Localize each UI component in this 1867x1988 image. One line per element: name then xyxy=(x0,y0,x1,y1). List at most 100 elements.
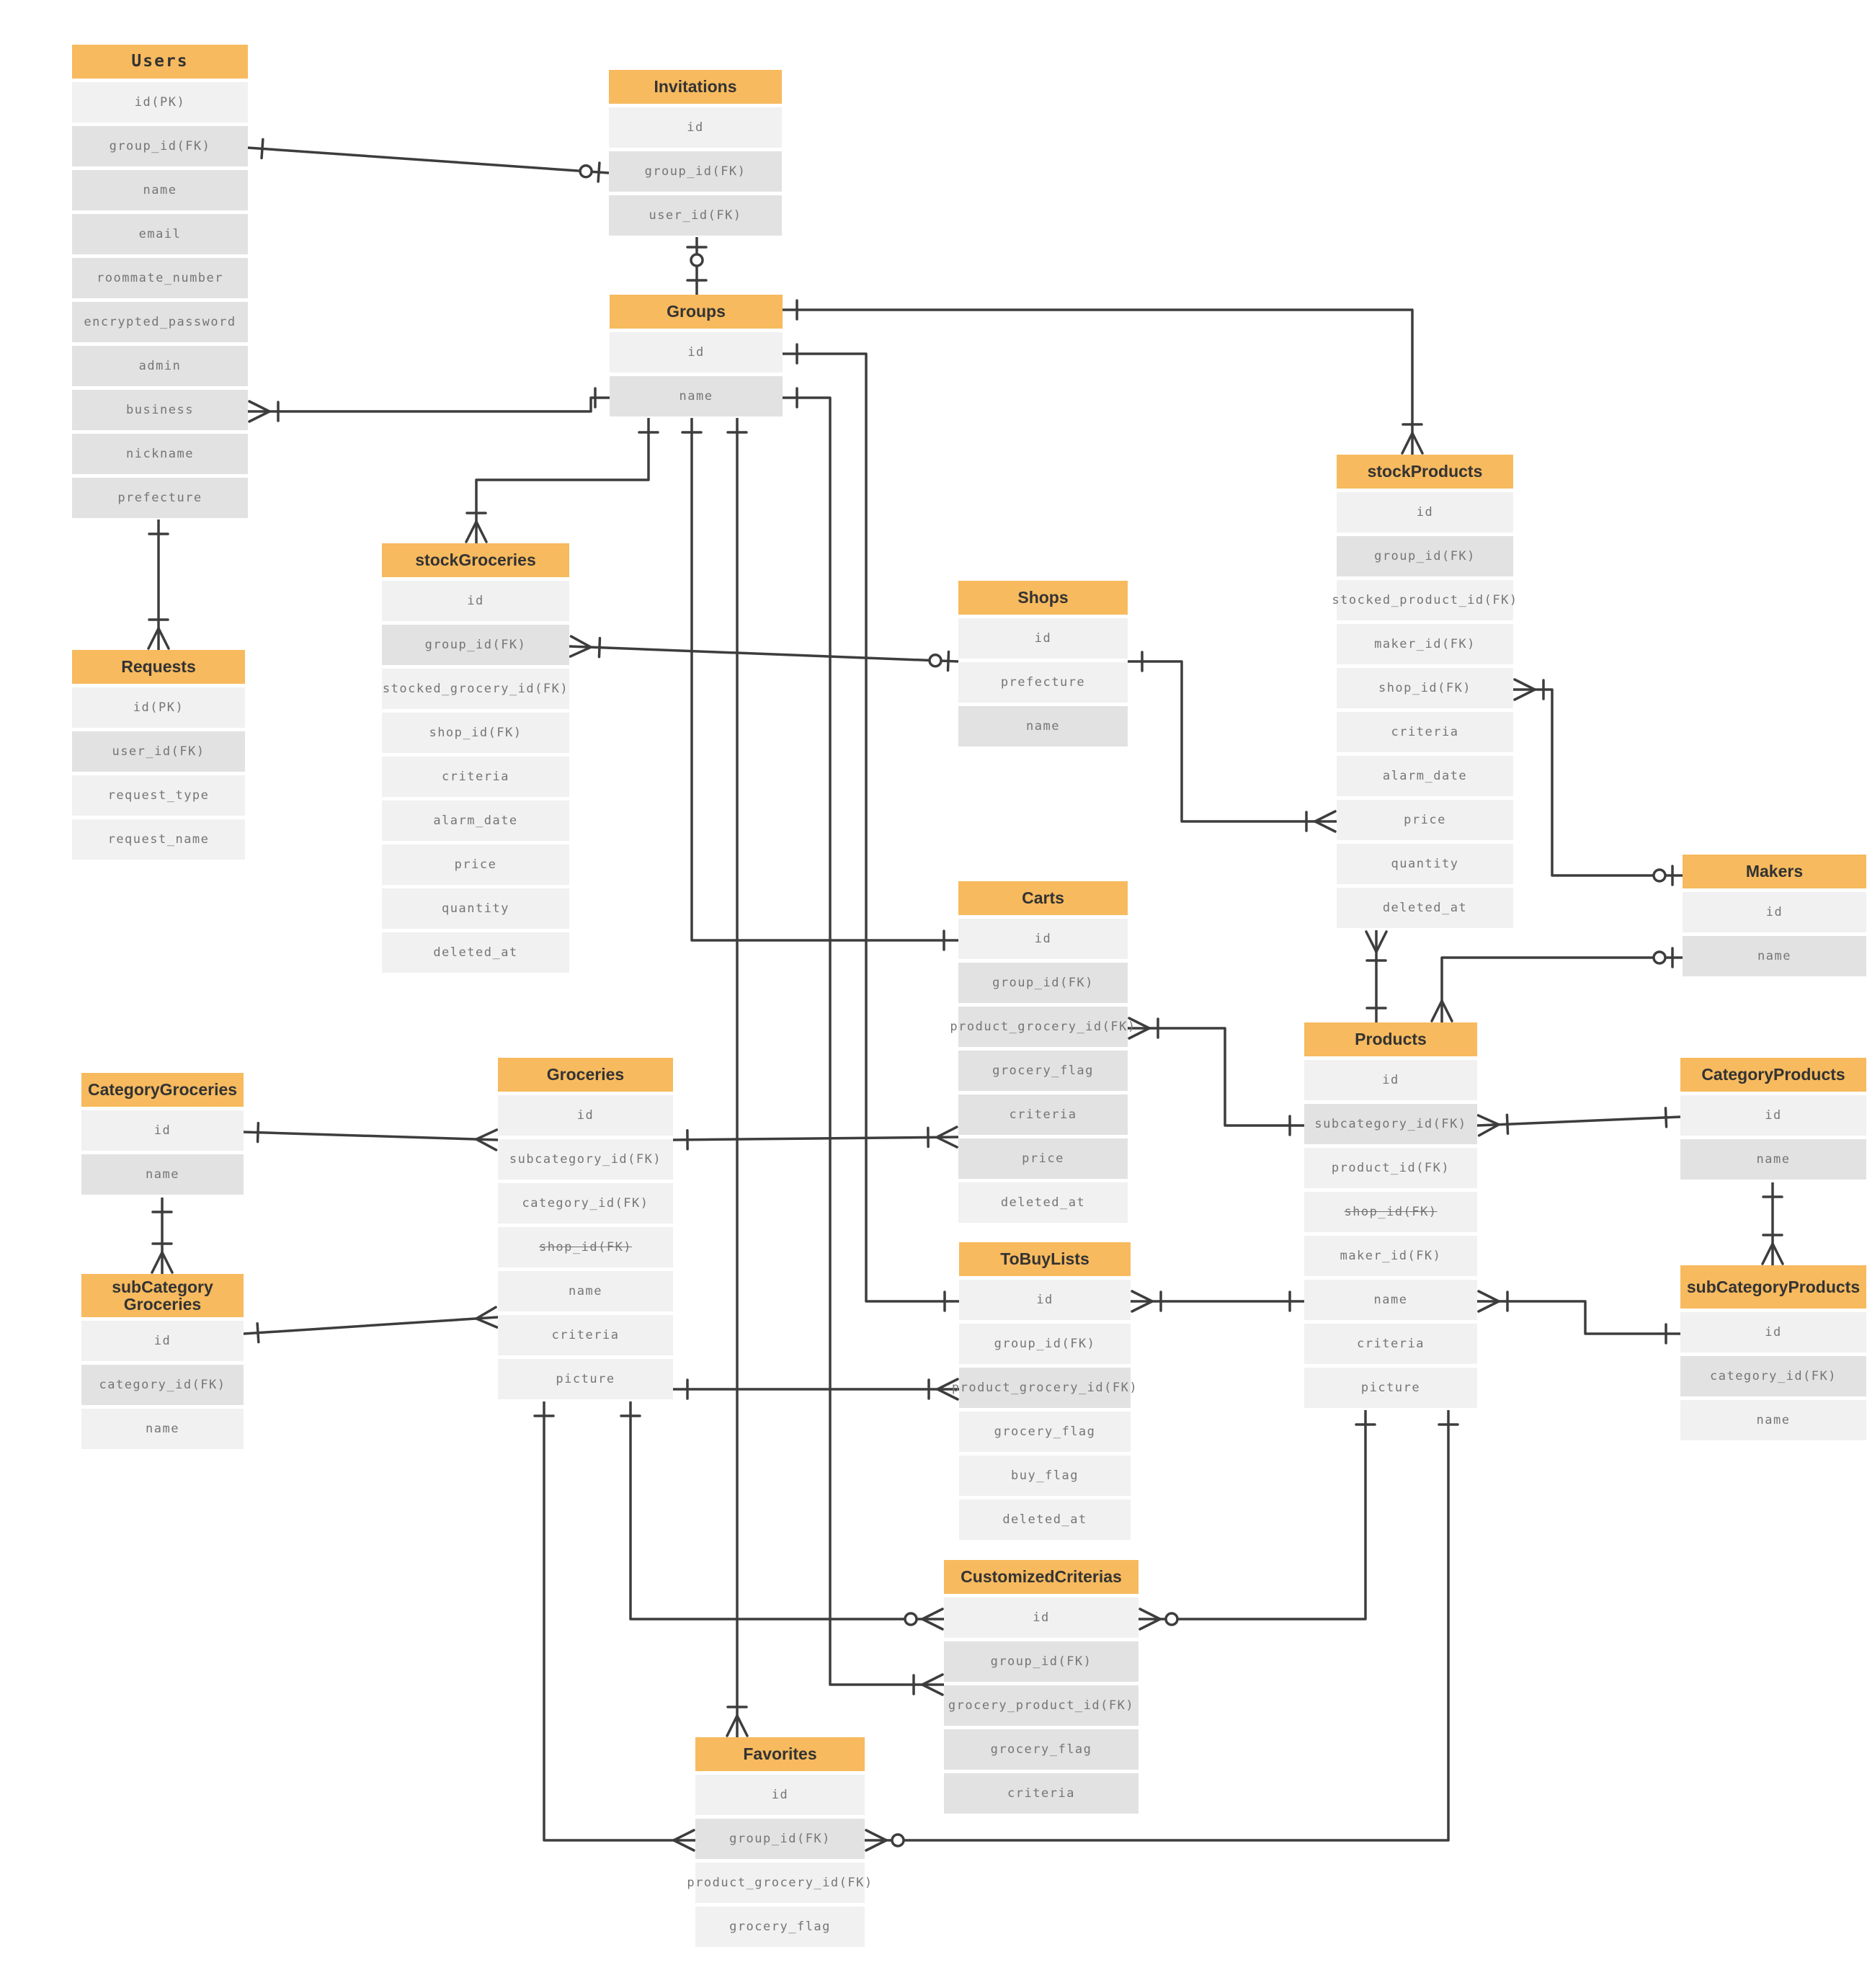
field-row-invitations-user-id-fk-[interactable]: user_id(FK) xyxy=(609,195,782,236)
field-row-stockgroceries-criteria[interactable]: criteria xyxy=(382,757,569,797)
field-row-carts-group-id-fk-[interactable]: group_id(FK) xyxy=(958,963,1128,1003)
field-row-makers-id[interactable]: id xyxy=(1683,892,1866,932)
field-row-carts-grocery-flag[interactable]: grocery_flag xyxy=(958,1051,1128,1091)
field-row-groceries-criteria[interactable]: criteria xyxy=(498,1315,673,1355)
field-row-stockgroceries-deleted-at[interactable]: deleted_at xyxy=(382,932,569,973)
field-row-groceries-name[interactable]: name xyxy=(498,1271,673,1311)
field-row-favorites-grocery-flag[interactable]: grocery_flag xyxy=(695,1907,865,1947)
field-row-requests-user-id-fk-[interactable]: user_id(FK) xyxy=(72,731,245,772)
field-row-products-product-id-fk-[interactable]: product_id(FK) xyxy=(1304,1148,1477,1188)
field-row-shops-prefecture[interactable]: prefecture xyxy=(958,662,1128,703)
field-row-carts-deleted-at[interactable]: deleted_at xyxy=(958,1182,1128,1223)
field-row-stockproducts-maker-id-fk-[interactable]: maker_id(FK) xyxy=(1337,624,1513,664)
field-row-users-id-pk-[interactable]: id(PK) xyxy=(72,82,248,122)
field-row-stockgroceries-shop-id-fk-[interactable]: shop_id(FK) xyxy=(382,713,569,753)
field-row-categorygroceries-id[interactable]: id xyxy=(81,1110,244,1151)
entity-table-title[interactable]: stockGroceries xyxy=(382,543,569,577)
field-row-tobuylists-grocery-flag[interactable]: grocery_flag xyxy=(959,1412,1131,1452)
field-row-products-maker-id-fk-[interactable]: maker_id(FK) xyxy=(1304,1236,1477,1276)
field-row-makers-name[interactable]: name xyxy=(1683,936,1866,976)
field-row-groceries-shop-id-fk-[interactable]: shop_id(FK) xyxy=(498,1227,673,1267)
field-row-stockproducts-shop-id-fk-[interactable]: shop_id(FK) xyxy=(1337,668,1513,708)
field-row-carts-criteria[interactable]: criteria xyxy=(958,1095,1128,1135)
field-row-stockproducts-quantity[interactable]: quantity xyxy=(1337,844,1513,884)
field-row-favorites-group-id-fk-[interactable]: group_id(FK) xyxy=(695,1819,865,1859)
field-row-subcategoryproducts-category-id-fk-[interactable]: category_id(FK) xyxy=(1680,1356,1866,1396)
field-row-favorites-id[interactable]: id xyxy=(695,1775,865,1815)
field-row-users-roommate-number[interactable]: roommate_number xyxy=(72,258,248,298)
field-row-groceries-subcategory-id-fk-[interactable]: subcategory_id(FK) xyxy=(498,1139,673,1180)
field-row-invitations-group-id-fk-[interactable]: group_id(FK) xyxy=(609,151,782,192)
entity-table-title[interactable]: Groceries xyxy=(498,1058,673,1092)
field-row-stockproducts-group-id-fk-[interactable]: group_id(FK) xyxy=(1337,536,1513,576)
field-row-stockgroceries-alarm-date[interactable]: alarm_date xyxy=(382,801,569,841)
field-row-categoryproducts-name[interactable]: name xyxy=(1680,1139,1866,1180)
field-row-users-admin[interactable]: admin xyxy=(72,346,248,386)
field-row-groceries-category-id-fk-[interactable]: category_id(FK) xyxy=(498,1183,673,1223)
field-row-categorygroceries-name[interactable]: name xyxy=(81,1154,244,1195)
field-row-subcategoryproducts-id[interactable]: id xyxy=(1680,1312,1866,1352)
field-row-stockproducts-alarm-date[interactable]: alarm_date xyxy=(1337,756,1513,796)
field-row-subcategorygroceries-category-id-fk-[interactable]: category_id(FK) xyxy=(81,1365,244,1405)
entity-table-title[interactable]: Users xyxy=(72,45,248,79)
field-row-products-name[interactable]: name xyxy=(1304,1280,1477,1320)
field-row-users-name[interactable]: name xyxy=(72,170,248,210)
field-row-users-encrypted-password[interactable]: encrypted_password xyxy=(72,302,248,342)
field-row-stockgroceries-group-id-fk-[interactable]: group_id(FK) xyxy=(382,625,569,665)
entity-table-title[interactable]: subCategoryProducts xyxy=(1680,1265,1866,1309)
field-row-groceries-picture[interactable]: picture xyxy=(498,1359,673,1399)
field-row-customizedcriterias-group-id-fk-[interactable]: group_id(FK) xyxy=(944,1641,1139,1682)
field-row-requests-request-type[interactable]: request_type xyxy=(72,775,245,816)
field-row-categoryproducts-id[interactable]: id xyxy=(1680,1095,1866,1136)
field-row-customizedcriterias-id[interactable]: id xyxy=(944,1597,1139,1638)
field-row-stockgroceries-stocked-grocery-id-fk-[interactable]: stocked_grocery_id(FK) xyxy=(382,669,569,709)
field-row-stockgroceries-quantity[interactable]: quantity xyxy=(382,888,569,929)
field-row-products-subcategory-id-fk-[interactable]: subcategory_id(FK) xyxy=(1304,1104,1477,1144)
field-row-stockproducts-criteria[interactable]: criteria xyxy=(1337,712,1513,752)
field-row-tobuylists-buy-flag[interactable]: buy_flag xyxy=(959,1456,1131,1496)
field-row-subcategorygroceries-name[interactable]: name xyxy=(81,1409,244,1449)
field-row-subcategoryproducts-name[interactable]: name xyxy=(1680,1400,1866,1440)
field-row-users-business[interactable]: business xyxy=(72,390,248,430)
entity-table-title[interactable]: Carts xyxy=(958,881,1128,915)
field-row-users-prefecture[interactable]: prefecture xyxy=(72,478,248,518)
entity-table-title[interactable]: Favorites xyxy=(695,1737,865,1771)
field-row-stockproducts-price[interactable]: price xyxy=(1337,800,1513,840)
field-row-products-shop-id-fk-[interactable]: shop_id(FK) xyxy=(1304,1192,1477,1232)
field-row-stockproducts-id[interactable]: id xyxy=(1337,492,1513,532)
field-row-groups-id[interactable]: id xyxy=(610,332,783,373)
field-row-subcategorygroceries-id[interactable]: id xyxy=(81,1321,244,1361)
field-row-shops-name[interactable]: name xyxy=(958,706,1128,746)
field-row-users-email[interactable]: email xyxy=(72,214,248,254)
field-row-tobuylists-product-grocery-id-fk-[interactable]: product_grocery_id(FK) xyxy=(952,1368,1137,1408)
field-row-invitations-id[interactable]: id xyxy=(609,107,782,148)
field-row-carts-id[interactable]: id xyxy=(958,919,1128,959)
field-row-favorites-product-grocery-id-fk-[interactable]: product_grocery_id(FK) xyxy=(687,1863,872,1903)
field-row-customizedcriterias-grocery-product-id-fk-[interactable]: grocery_product_id(FK) xyxy=(944,1685,1139,1726)
entity-table-title[interactable]: Invitations xyxy=(609,70,782,104)
field-row-groceries-id[interactable]: id xyxy=(498,1095,673,1136)
field-row-products-criteria[interactable]: criteria xyxy=(1304,1324,1477,1364)
field-row-products-id[interactable]: id xyxy=(1304,1060,1477,1100)
entity-table-title[interactable]: CategoryGroceries xyxy=(81,1073,244,1107)
field-row-tobuylists-group-id-fk-[interactable]: group_id(FK) xyxy=(959,1324,1131,1364)
entity-table-title[interactable]: Makers xyxy=(1683,855,1866,888)
field-row-requests-request-name[interactable]: request_name xyxy=(72,819,245,860)
field-row-customizedcriterias-grocery-flag[interactable]: grocery_flag xyxy=(944,1729,1139,1770)
